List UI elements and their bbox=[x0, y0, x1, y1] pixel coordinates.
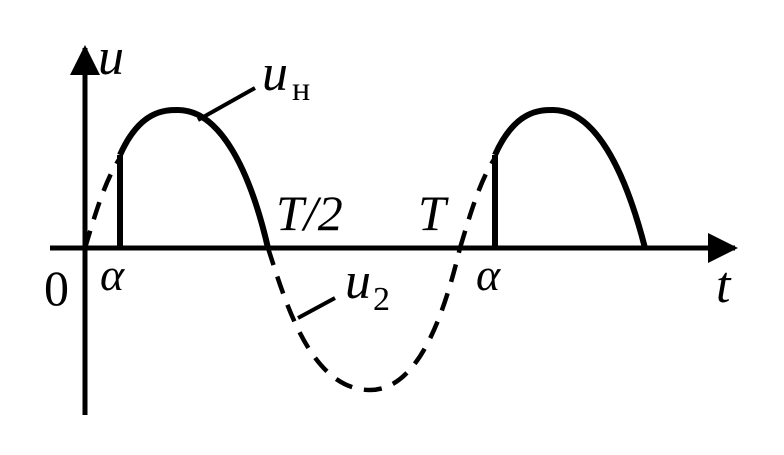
load-voltage-curve bbox=[117, 106, 648, 249]
source-voltage-curve-negative bbox=[265, 247, 463, 393]
alpha-label-1: α bbox=[100, 249, 125, 300]
source-voltage-label: u2 bbox=[345, 253, 390, 318]
load-voltage-leader bbox=[197, 86, 256, 122]
load-voltage-pulse-1 bbox=[117, 106, 271, 249]
load-voltage-pulse-2 bbox=[492, 106, 648, 249]
source-voltage-curve-part2 bbox=[457, 156, 497, 249]
x-axis-label: t bbox=[716, 257, 732, 314]
period-label: T bbox=[418, 185, 449, 241]
origin-label: 0 bbox=[44, 260, 69, 316]
y-axis-label: u bbox=[98, 29, 124, 86]
half-period-label: T/2 bbox=[276, 185, 343, 241]
alpha-label-2: α bbox=[476, 249, 501, 300]
source-voltage-leader bbox=[297, 296, 336, 320]
source-voltage-curve-part1 bbox=[82, 156, 122, 249]
